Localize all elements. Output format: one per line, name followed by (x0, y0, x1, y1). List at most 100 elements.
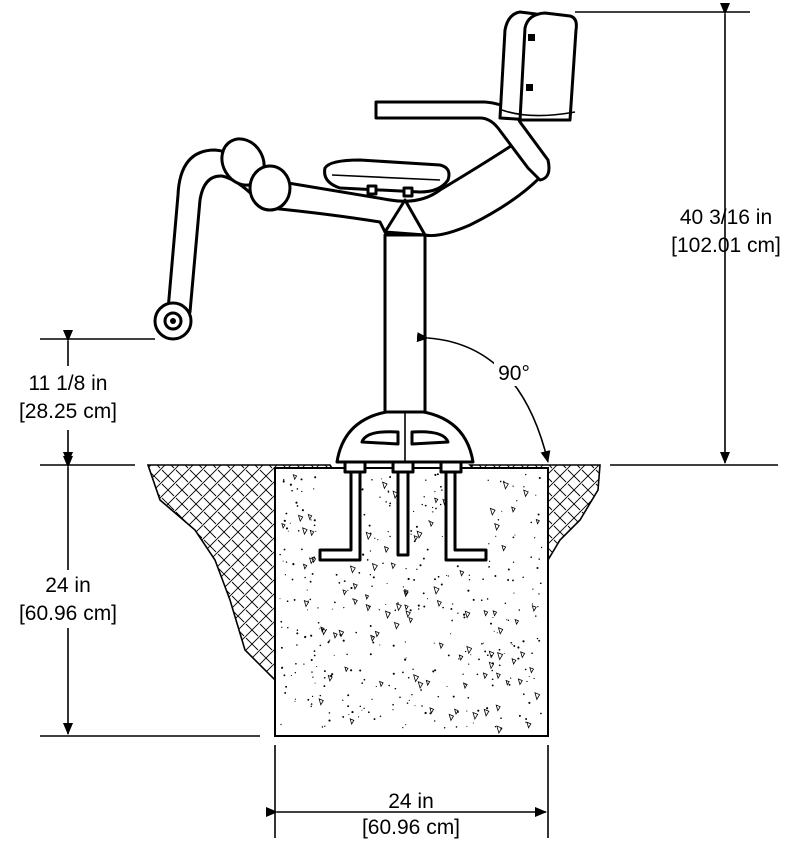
concrete-aggregate (501, 544, 507, 552)
concrete-speck (335, 573, 338, 576)
concrete-aggregate (327, 674, 333, 682)
concrete-footing (274, 467, 549, 737)
concrete-speck (279, 598, 281, 600)
concrete-aggregate (489, 507, 496, 516)
concrete-speck (470, 654, 472, 656)
concrete-aggregate (526, 721, 532, 729)
concrete-speck (433, 642, 435, 644)
concrete-aggregate (365, 531, 372, 541)
concrete-speck (423, 605, 426, 608)
concrete-speck (283, 548, 286, 551)
overall-height-imperial: 40 3/16 in (680, 206, 772, 229)
concrete-speck (316, 665, 318, 668)
concrete-speck (511, 643, 513, 645)
concrete-speck (467, 696, 470, 699)
concrete-aggregate (281, 522, 286, 529)
concrete-aggregate (433, 586, 440, 595)
concrete-speck (531, 603, 534, 605)
footing-width-dimension (266, 745, 549, 838)
concrete-speck (375, 685, 377, 688)
concrete-aggregate (413, 535, 419, 542)
concrete-speck (464, 650, 467, 653)
concrete-speck (439, 503, 442, 506)
concrete-speck (317, 621, 320, 624)
concrete-speck (296, 488, 299, 490)
concrete-speck (426, 548, 429, 551)
concrete-aggregate (338, 629, 345, 638)
concrete-speck (371, 585, 373, 587)
concrete-speck (410, 533, 412, 535)
concrete-speck (437, 695, 440, 698)
concrete-speck (440, 583, 443, 586)
concrete-aggregate (390, 562, 396, 570)
concrete-aggregate (472, 711, 479, 721)
concrete-speck (328, 640, 330, 642)
concrete-speck (413, 578, 416, 581)
concrete-speck (301, 548, 303, 551)
concrete-speck (513, 592, 515, 594)
concrete-speck (504, 602, 507, 605)
concrete-aggregate (320, 626, 325, 633)
concrete-speck (537, 605, 539, 608)
concrete-speck (347, 705, 350, 708)
concrete-speck (468, 579, 471, 581)
footing-width-imperial: 24 in (388, 790, 434, 813)
concrete-speck (392, 644, 395, 647)
concrete-aggregate (495, 704, 501, 712)
concrete-speck (343, 580, 346, 582)
concrete-speck (482, 642, 484, 644)
concrete-aggregate (520, 651, 526, 659)
concrete-speck (424, 711, 427, 715)
concrete-speck (317, 607, 319, 609)
concrete-speck (446, 685, 448, 687)
concrete-speck (498, 664, 501, 667)
concrete-speck (332, 608, 334, 610)
concrete-aggregate (342, 589, 347, 596)
concrete-speck (285, 527, 289, 530)
concrete-speck (499, 480, 502, 483)
concrete-speck (282, 560, 284, 562)
concrete-speck (289, 522, 291, 524)
post-base (335, 408, 475, 464)
concrete-speck (481, 642, 483, 645)
concrete-speck (472, 722, 474, 724)
concrete-speck (512, 485, 514, 487)
concrete-speck (496, 632, 498, 634)
concrete-speck (530, 556, 532, 558)
concrete-speck (342, 639, 345, 642)
concrete-aggregate (309, 557, 315, 565)
concrete-speck (321, 726, 324, 728)
concrete-speck (512, 536, 515, 539)
concrete-aggregate (488, 650, 495, 659)
concrete-speck (303, 663, 305, 665)
handle-height-imperial: 11 1/8 in (28, 372, 107, 395)
concrete-speck (440, 485, 442, 488)
concrete-speck (525, 473, 527, 476)
concrete-speck (510, 641, 513, 644)
concrete-speck (536, 637, 539, 640)
concrete-speck (394, 687, 397, 690)
concrete-speck (346, 653, 348, 656)
concrete-speck (507, 568, 510, 571)
concrete-speck (488, 566, 490, 568)
concrete-aggregate (318, 698, 324, 706)
concrete-speck (363, 678, 366, 681)
angle-label: 90° (498, 362, 530, 385)
concrete-speck (289, 483, 292, 486)
concrete-aggregate (462, 682, 468, 690)
frame (268, 138, 547, 237)
concrete-speck (442, 606, 444, 609)
concrete-speck (480, 599, 483, 602)
concrete-aggregate (436, 599, 442, 608)
concrete-speck (368, 606, 370, 608)
concrete-speck (486, 598, 489, 600)
concrete-speck (374, 537, 376, 539)
concrete-speck (492, 616, 494, 619)
concrete-speck (347, 589, 349, 591)
concrete-speck (394, 609, 397, 612)
concrete-speck (388, 504, 391, 507)
concrete-speck (399, 696, 401, 699)
concrete-speck (536, 566, 539, 570)
concrete-speck (381, 478, 383, 480)
concrete-speck (296, 629, 299, 631)
